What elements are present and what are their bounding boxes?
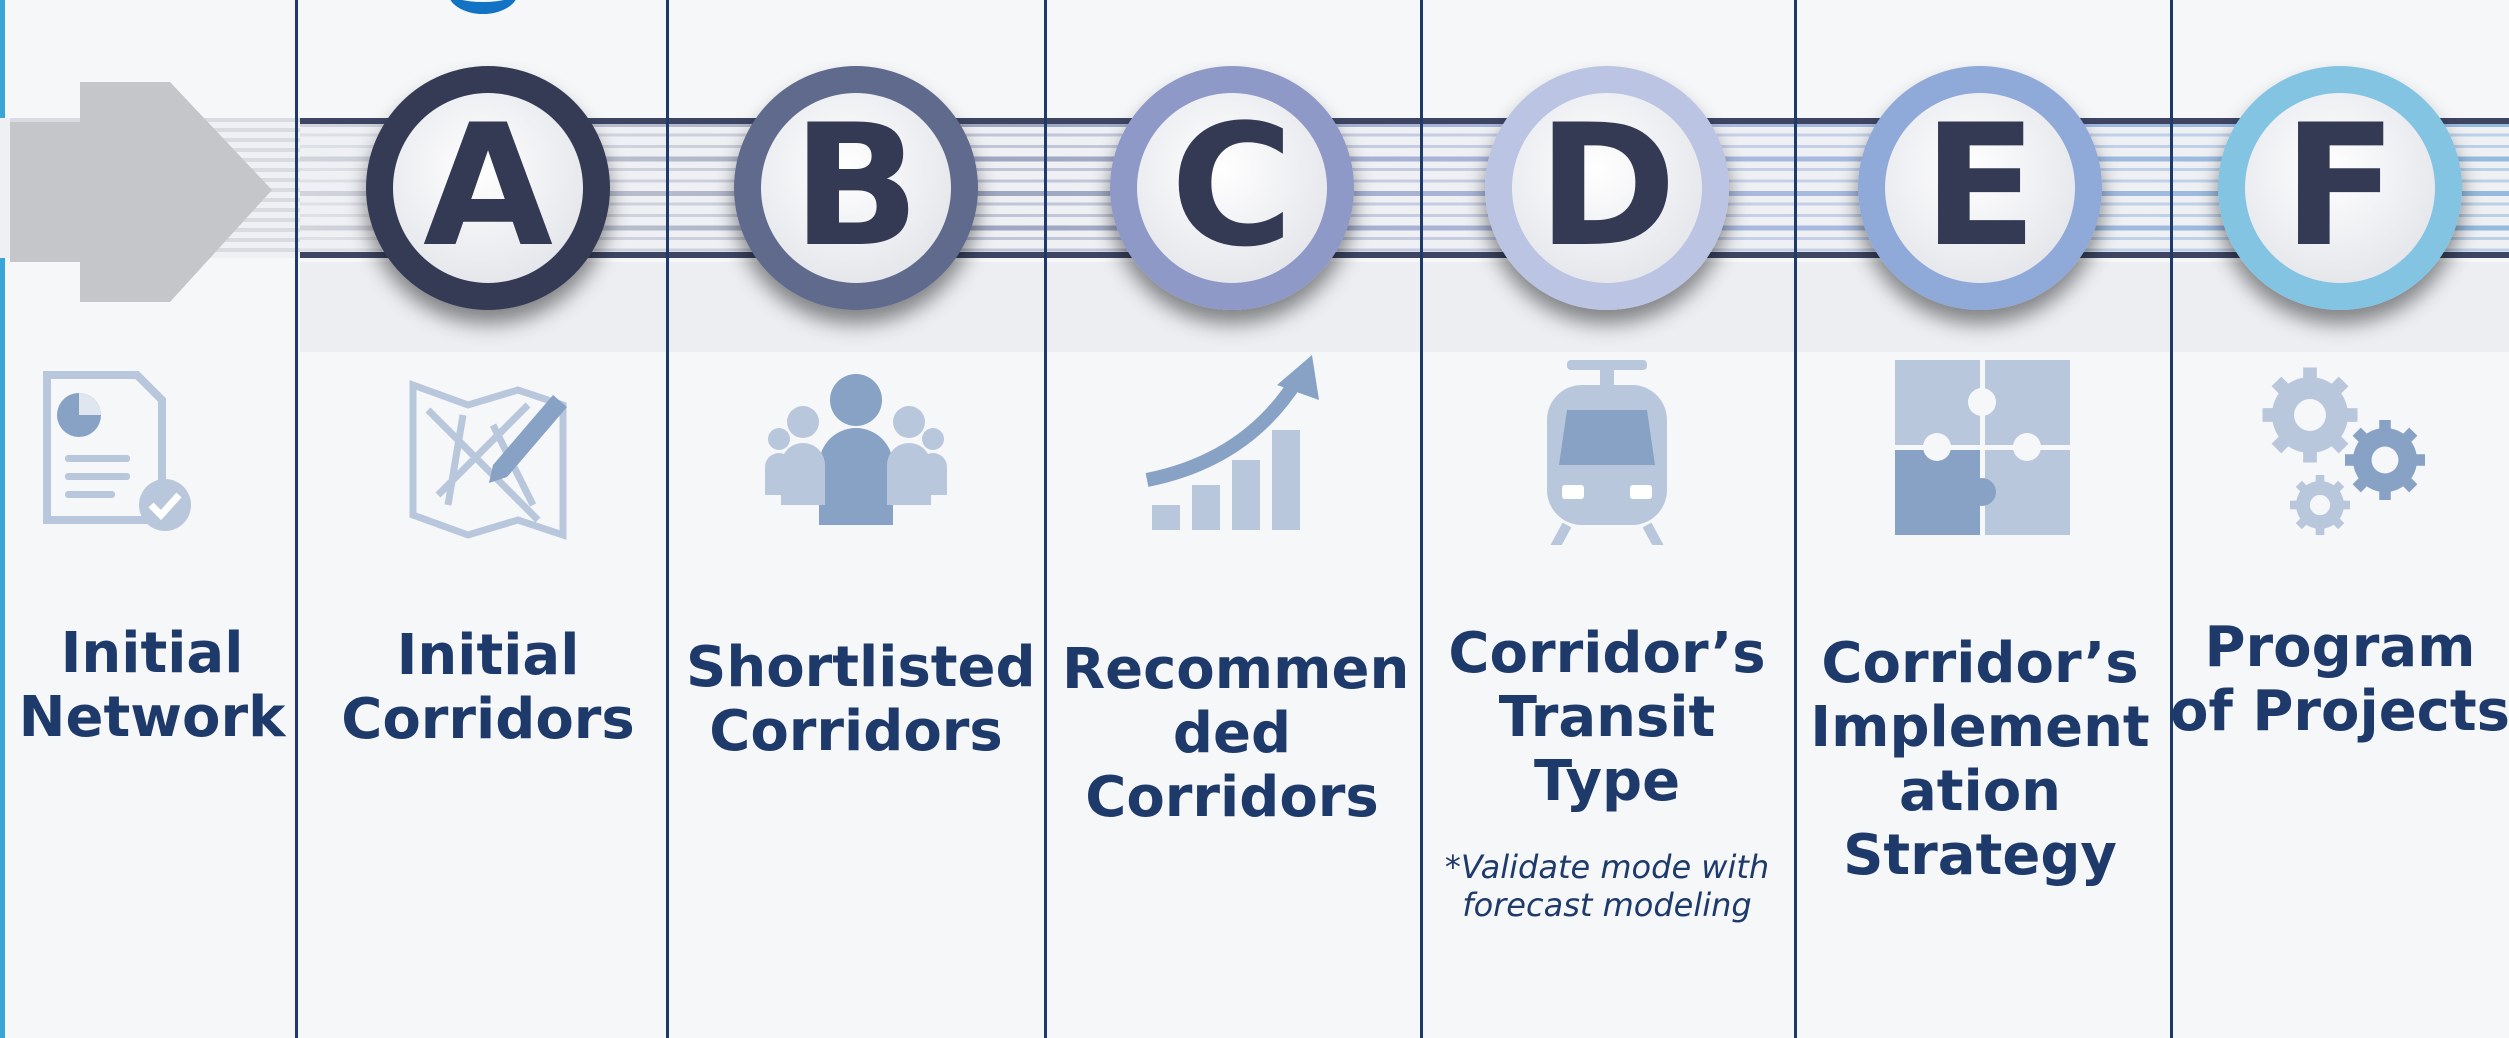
column-divider [666, 0, 669, 1038]
cropped-title-glyph [448, 0, 518, 14]
label-line: of Projects [2170, 679, 2509, 744]
left-edge-accent [0, 0, 5, 1038]
label-line: Corridor’s [1821, 631, 2139, 696]
note-line: forecast modeling [1462, 886, 1752, 924]
column-divider [1420, 0, 1423, 1038]
column-divider [1794, 0, 1797, 1038]
step-d-letter: D [1537, 88, 1676, 284]
step-b-letter: B [792, 88, 920, 284]
column-divider [2170, 0, 2173, 1038]
label-line: ded [1172, 701, 1292, 766]
label-line: Corridor’s [1448, 621, 1766, 686]
step-c-badge: C [1110, 66, 1354, 310]
map-pencil-icon [393, 355, 583, 545]
label-line: Initial [60, 621, 244, 686]
label-line: Implement [1810, 695, 2150, 760]
label-line: Program [2204, 615, 2476, 680]
label-line: Corridors [341, 687, 635, 752]
column-divider [295, 0, 298, 1038]
step-e-letter: E [1923, 88, 2038, 284]
gears-icon [2245, 355, 2435, 545]
label-line: Shortlisted [686, 635, 1036, 700]
step-f-badge: F [2218, 66, 2462, 310]
step-e-badge: E [1858, 66, 2102, 310]
document-chart-check-icon [17, 355, 207, 545]
label-line: Network [18, 685, 286, 750]
label-line: Transit [1498, 685, 1716, 750]
label-line: ation [1898, 759, 2062, 824]
note-line: *Validate mode with [1444, 848, 1770, 886]
step-d-badge: D [1485, 66, 1729, 310]
step-b-badge: B [734, 66, 978, 310]
growth-chart-icon [1137, 355, 1327, 545]
step-c-letter: C [1170, 88, 1293, 284]
step-f-letter: F [2283, 88, 2398, 284]
label-line: Strategy [1843, 823, 2117, 888]
group-people-icon [761, 355, 951, 545]
column-divider [1044, 0, 1047, 1038]
label-line: Corridors [1085, 765, 1379, 830]
puzzle-icon [1885, 355, 2075, 545]
step-a-letter: A [423, 88, 553, 284]
step-a-badge: A [366, 66, 610, 310]
train-icon [1512, 355, 1702, 545]
connector-band: A B C D E F [0, 66, 2509, 352]
label-line: Type [1533, 749, 1681, 814]
label-line: Recommen [1062, 637, 1410, 702]
label-line: Initial [396, 623, 580, 688]
label-line: Corridors [709, 699, 1003, 764]
start-arrow-icon [10, 82, 272, 302]
